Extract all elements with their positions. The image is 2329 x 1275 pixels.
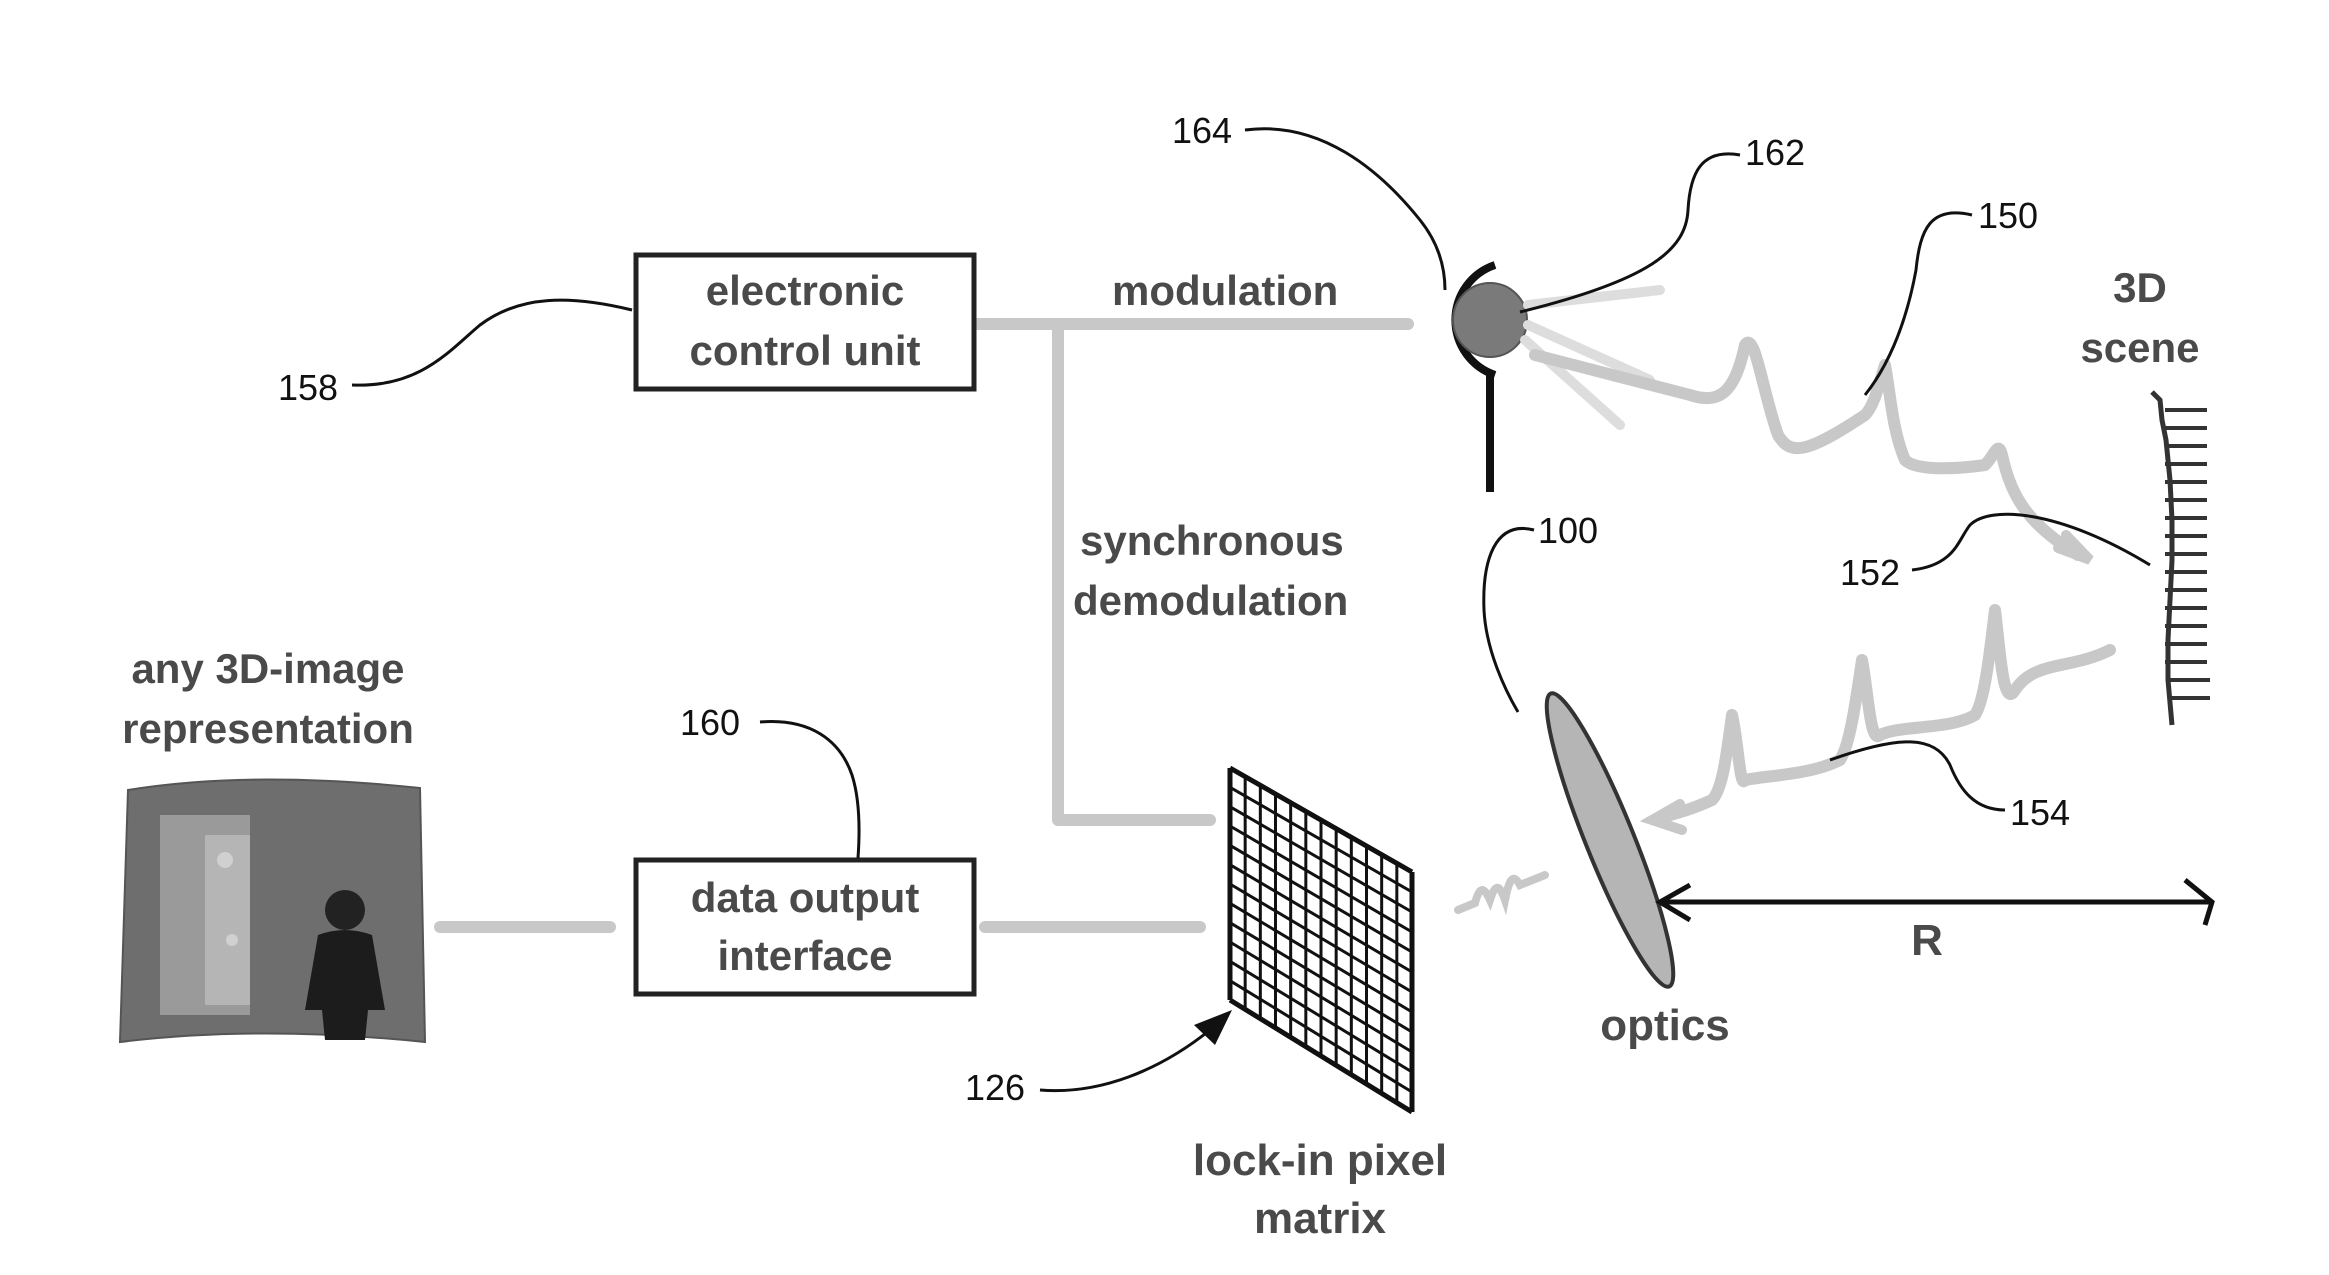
emitted-wave-arrowhead	[2058, 535, 2090, 560]
scene-label-line2: scene	[2080, 324, 2199, 371]
pixel-matrix-label-line1: lock-in pixel	[1193, 1136, 1447, 1185]
pixel-matrix-label-line2: matrix	[1254, 1194, 1387, 1243]
ecu-label-line1: electronic	[706, 267, 904, 314]
sync-demod-label-line2: demodulation	[1073, 577, 1348, 624]
focused-wave	[1458, 875, 1545, 910]
demodulation-wire	[1058, 324, 1210, 820]
ecu-label-line2: control unit	[690, 327, 921, 374]
image-label-line1: any 3D-image	[131, 645, 404, 692]
light-ray-1	[1528, 290, 1660, 305]
data-output-interface: data output interface	[636, 860, 974, 994]
leader-154	[1830, 742, 2005, 810]
leader-160	[760, 722, 859, 858]
data-output-label-line1: data output	[691, 874, 920, 921]
ref-160: 160	[680, 702, 740, 743]
emitted-wave	[1535, 343, 2078, 555]
optics-lens	[1529, 685, 1692, 996]
leader-126	[1040, 1030, 1210, 1091]
leader-100	[1484, 528, 1534, 712]
range-label: R	[1911, 916, 1943, 965]
ref-162: 162	[1745, 132, 1805, 173]
signal-wires	[440, 324, 1408, 927]
ref-152: 152	[1840, 552, 1900, 593]
depth-image-picture	[120, 779, 425, 1042]
image-label-line2: representation	[122, 705, 414, 752]
data-output-label-line2: interface	[717, 932, 892, 979]
scene-hatch-marks	[2165, 410, 2210, 698]
ref-158: 158	[278, 367, 338, 408]
leader-158	[352, 300, 632, 385]
modulation-label: modulation	[1112, 267, 1338, 314]
electronic-control-unit: electronic control unit	[636, 255, 974, 389]
ref-154: 154	[2010, 792, 2070, 833]
scene-surface	[2152, 392, 2172, 725]
scene-target	[2152, 392, 2210, 725]
ref-150: 150	[1978, 195, 2038, 236]
ref-126: 126	[965, 1067, 1025, 1108]
image-detail-2	[226, 934, 238, 946]
leader-162	[1520, 154, 1740, 312]
image-person-head	[325, 890, 365, 930]
ref-100: 100	[1538, 510, 1598, 551]
reflected-wave	[1660, 610, 2110, 818]
ref-164: 164	[1172, 110, 1232, 151]
leader-164	[1245, 129, 1445, 290]
lock-in-pixel-matrix	[1230, 768, 1412, 1112]
optics-label: optics	[1600, 1001, 1730, 1050]
image-detail-1	[217, 852, 233, 868]
sync-demod-label-line1: synchronous	[1080, 517, 1344, 564]
lens-shape	[1529, 685, 1692, 996]
light-emitter	[1453, 283, 1527, 357]
scene-label-line1: 3D	[2113, 264, 2167, 311]
